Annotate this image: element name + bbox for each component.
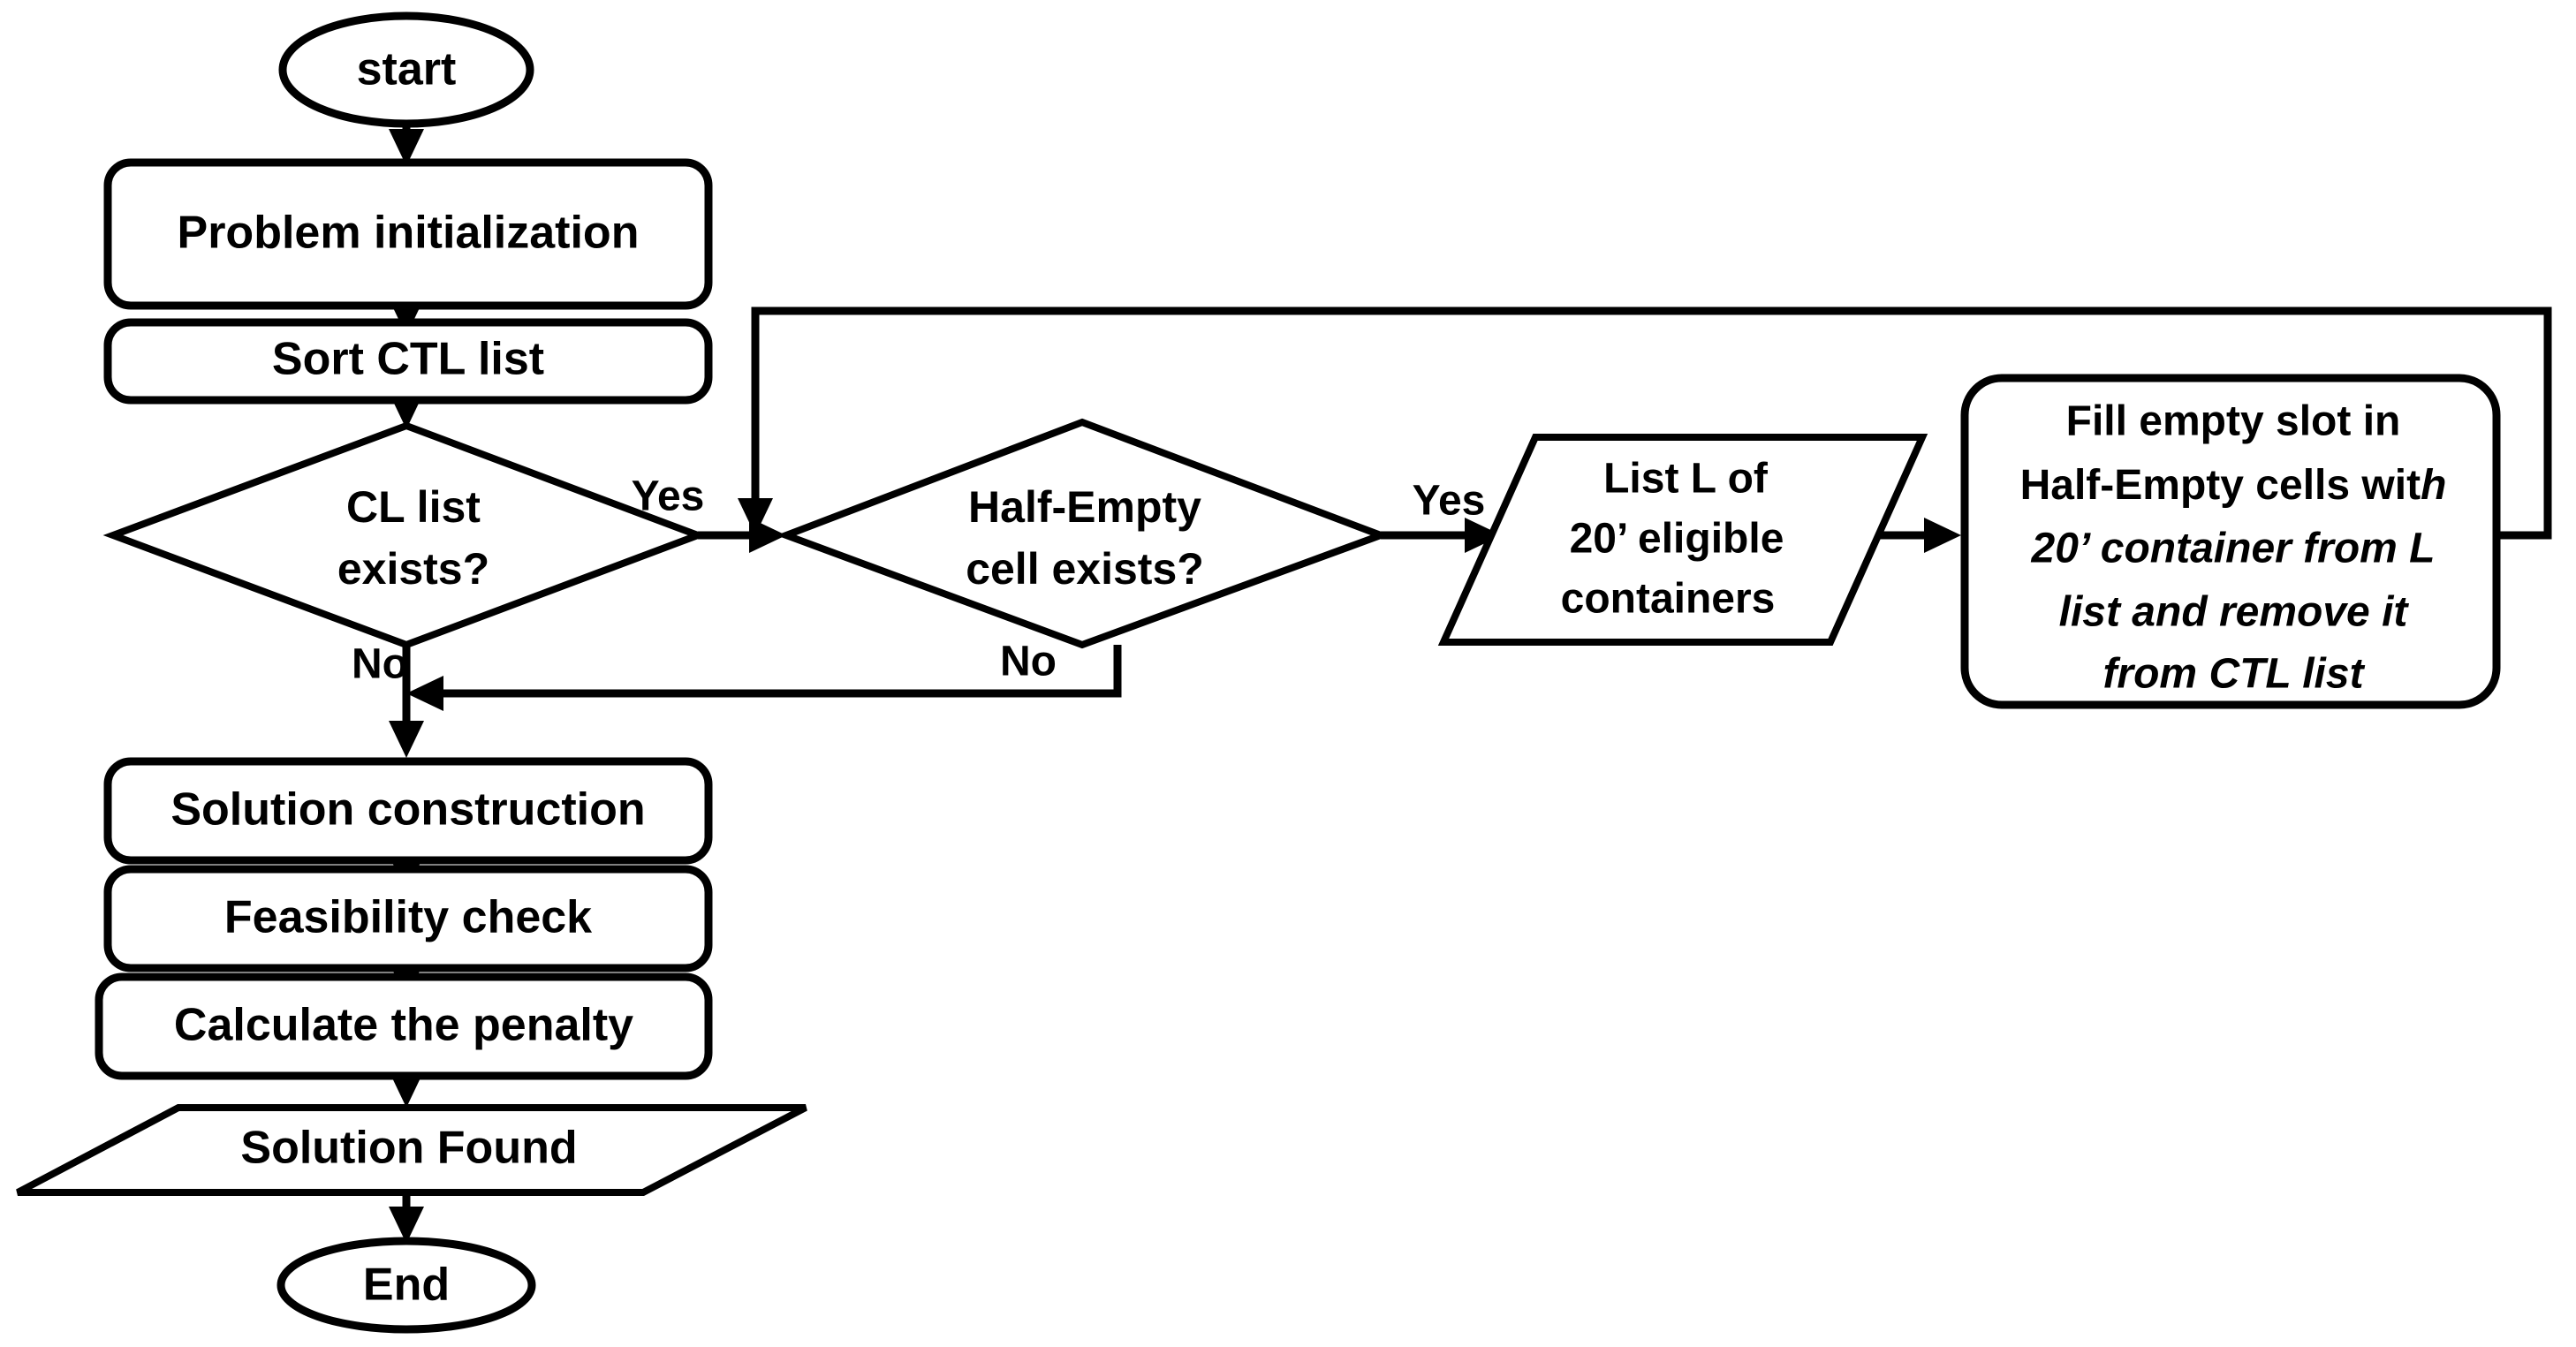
node-solution-found[interactable]: Solution Found	[16, 1104, 807, 1196]
node-sort-ctl-list[interactable]: Sort CTL list	[103, 318, 713, 405]
node-feasibility-check-label: Feasibility check	[224, 892, 592, 943]
node-fill-empty-slot-line5: from CTL list	[2102, 651, 2365, 698]
node-cl-list-exists[interactable]: CL list exists?	[102, 421, 708, 649]
node-half-empty-cell-exists-label-line1: Half-Empty	[968, 482, 1201, 532]
node-half-empty-cell-exists[interactable]: Half-Empty cell exists?	[776, 418, 1391, 649]
node-cl-list-exists-label-line2: exists?	[337, 544, 489, 594]
node-start[interactable]: start	[278, 11, 534, 128]
node-sort-ctl-list-label: Sort CTL list	[272, 334, 544, 385]
edge-label-yes-cl-list: Yes	[632, 473, 705, 520]
node-calculate-penalty-label: Calculate the penalty	[174, 1000, 633, 1051]
node-fill-empty-slot-line2-italic: h	[2421, 462, 2446, 509]
edge-start-to-problem-init	[389, 124, 424, 166]
node-fill-empty-slot-line2: Half-Empty cells with	[2020, 462, 2447, 509]
node-problem-initialization-label: Problem initialization	[178, 208, 640, 259]
edge-fill-slot-feedback-loop	[738, 306, 2552, 540]
node-half-empty-cell-exists-label-line2: cell exists?	[966, 544, 1204, 594]
node-list-l-parallelogram[interactable]: List L of 20’ eligible containers	[1437, 434, 1928, 646]
node-fill-empty-slot-line2-upright: Half-Empty cells wit	[2020, 462, 2421, 509]
node-list-l-label-line2: 20’ eligible	[1570, 516, 1784, 563]
node-feasibility-check[interactable]: Feasibility check	[103, 865, 713, 972]
edge-solution-found-to-end	[389, 1194, 424, 1244]
edge-half-empty-yes-to-list-l	[1381, 518, 1502, 553]
node-list-l-label-line1: List L of	[1603, 456, 1769, 503]
edge-half-empty-no-to-merge	[406, 645, 1122, 711]
node-list-l-label-line3: containers	[1561, 576, 1776, 623]
node-cl-list-exists-label-line1: CL list	[346, 482, 481, 532]
node-calculate-penalty[interactable]: Calculate the penalty	[95, 972, 713, 1080]
node-end[interactable]: End	[277, 1237, 536, 1334]
node-fill-empty-slot-line3: 20’ container from L	[2031, 526, 2436, 572]
node-start-label: start	[357, 44, 457, 95]
edge-label-no-cl-list: No	[352, 641, 408, 688]
node-solution-found-label: Solution Found	[240, 1123, 577, 1174]
node-fill-empty-slot-line1: Fill empty slot in	[2066, 398, 2401, 445]
edge-cl-list-yes-to-half-empty	[698, 518, 786, 553]
edge-cl-list-no-to-solution-construction	[389, 645, 424, 758]
node-fill-empty-slot[interactable]: Fill empty slot in Half-Empty cells with…	[1960, 374, 2501, 709]
node-fill-empty-slot-line4: list and remove it	[2059, 589, 2410, 636]
node-problem-initialization[interactable]: Problem initialization	[103, 158, 713, 310]
edge-label-no-half-empty: No	[1000, 639, 1057, 685]
edge-label-yes-half-empty: Yes	[1413, 478, 1486, 525]
node-solution-construction[interactable]: Solution construction	[103, 757, 713, 865]
node-solution-construction-label: Solution construction	[170, 784, 645, 836]
node-end-label: End	[363, 1260, 450, 1311]
